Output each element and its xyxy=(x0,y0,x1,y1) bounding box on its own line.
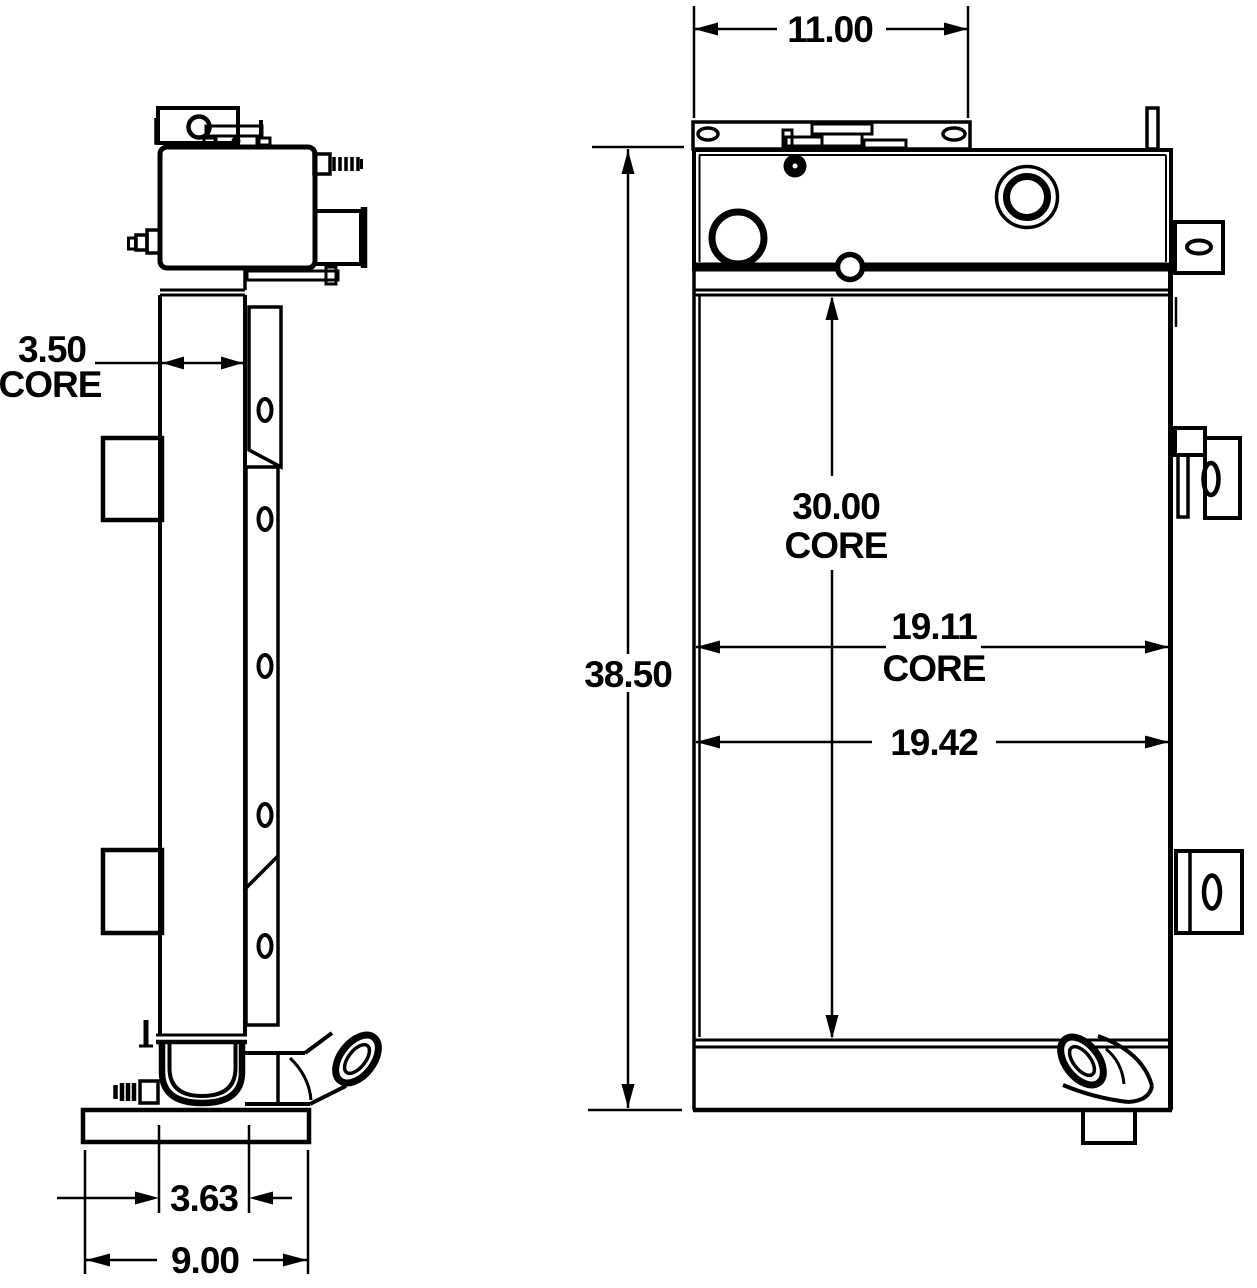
side-plug-fitting xyxy=(127,228,162,255)
dim-label: 19.11 xyxy=(891,606,977,647)
side-core xyxy=(158,295,247,1035)
bracket-slot xyxy=(1201,460,1221,498)
arrowhead xyxy=(944,22,968,36)
side-bottom-tank xyxy=(113,1020,247,1107)
dim-overall-height: 38.50 xyxy=(584,145,684,1112)
channel-slot xyxy=(256,506,274,532)
arrowhead xyxy=(162,356,184,370)
arrowhead xyxy=(696,640,720,654)
arrowhead xyxy=(696,735,720,749)
top-pin xyxy=(1145,106,1160,151)
tank-small-port xyxy=(834,251,866,283)
plate-slot xyxy=(941,126,967,142)
dim-foot-inner-width: 3.63 xyxy=(57,1125,292,1219)
arrowhead xyxy=(694,22,718,36)
left-bracket-lower xyxy=(100,847,165,936)
dim-label: 30.00 xyxy=(792,486,880,527)
channel-slot xyxy=(256,933,274,959)
arrowhead xyxy=(221,356,243,370)
plate-slot xyxy=(696,126,720,142)
dim-core-width: 19.11 CORE xyxy=(696,606,1169,689)
bracket-slot xyxy=(1185,238,1213,256)
arrowhead xyxy=(825,296,839,320)
dim-label: 38.50 xyxy=(584,654,672,695)
lower-right-bracket xyxy=(1174,849,1244,935)
elbow-opening-inner xyxy=(1067,1044,1097,1078)
dim-overall-width: 19.42 xyxy=(696,722,1169,763)
side-view xyxy=(80,106,382,1145)
arrowhead xyxy=(621,150,635,174)
dim-label: 3.63 xyxy=(170,1178,238,1219)
tank-outline xyxy=(692,148,1173,270)
front-outlet-elbow xyxy=(1057,1033,1154,1104)
arrowhead xyxy=(825,1015,839,1039)
dim-label: CORE xyxy=(785,525,888,566)
left-bracket-upper xyxy=(100,435,165,523)
side-inlet-stub xyxy=(313,207,368,268)
dim-label: CORE xyxy=(883,648,986,689)
upper-right-bracket xyxy=(1173,220,1225,275)
dimension-annotations: 11.00 38.50 30.00 CORE 19.11 xyxy=(0,6,1169,1281)
channel-slot xyxy=(256,653,274,679)
side-outlet-elbow xyxy=(245,1031,382,1106)
arrowhead xyxy=(135,1191,159,1205)
side-top-bracket xyxy=(154,106,272,148)
dim-label: 19.42 xyxy=(890,722,978,763)
channel-slot xyxy=(256,397,274,423)
filler-neck-outer xyxy=(994,164,1060,230)
front-bottom-tank xyxy=(693,1033,1172,1145)
bleed-barb-fitting xyxy=(113,1079,160,1105)
filler-neck-inner xyxy=(1003,173,1051,221)
front-foot-tab xyxy=(1081,1108,1137,1145)
bottom-bowl-outer xyxy=(158,1044,246,1107)
dim-label: 11.00 xyxy=(787,9,873,50)
bracket-slot xyxy=(1201,873,1223,911)
dim-core-height: 30.00 CORE xyxy=(785,296,889,1039)
arrowhead xyxy=(1145,735,1169,749)
arrowhead xyxy=(1145,640,1169,654)
front-top-tank xyxy=(692,148,1225,283)
hose-barb-fitting xyxy=(312,152,363,176)
tank-body xyxy=(157,144,318,271)
front-top-plate xyxy=(691,106,1160,151)
dim-tank-width: 11.00 xyxy=(692,6,970,118)
arrowhead xyxy=(86,1253,110,1267)
dim-core-depth: 3.50 CORE xyxy=(0,329,243,405)
tank-port xyxy=(708,208,768,268)
arrowhead xyxy=(249,1191,273,1205)
elbow-opening-outer xyxy=(332,1031,382,1087)
bracket-clip xyxy=(154,118,183,145)
side-foot-plate xyxy=(80,1107,312,1145)
channel-slot xyxy=(256,802,274,828)
bottom-bowl-inner xyxy=(167,1044,238,1099)
arrowhead xyxy=(621,1084,635,1108)
arrowhead xyxy=(283,1253,307,1267)
side-top-tank xyxy=(127,144,368,297)
elbow-opening-inner xyxy=(342,1042,372,1076)
dim-label: 9.00 xyxy=(171,1240,239,1281)
front-view xyxy=(691,106,1244,1145)
dim-label: CORE xyxy=(0,364,102,405)
side-left-brackets xyxy=(100,435,165,936)
dim-foot-width: 9.00 xyxy=(83,1150,310,1281)
front-core xyxy=(692,268,1178,1110)
dim-label: 3.50 xyxy=(18,329,86,370)
mid-right-bracket xyxy=(1173,426,1242,520)
side-mounting-channel xyxy=(244,305,283,1027)
